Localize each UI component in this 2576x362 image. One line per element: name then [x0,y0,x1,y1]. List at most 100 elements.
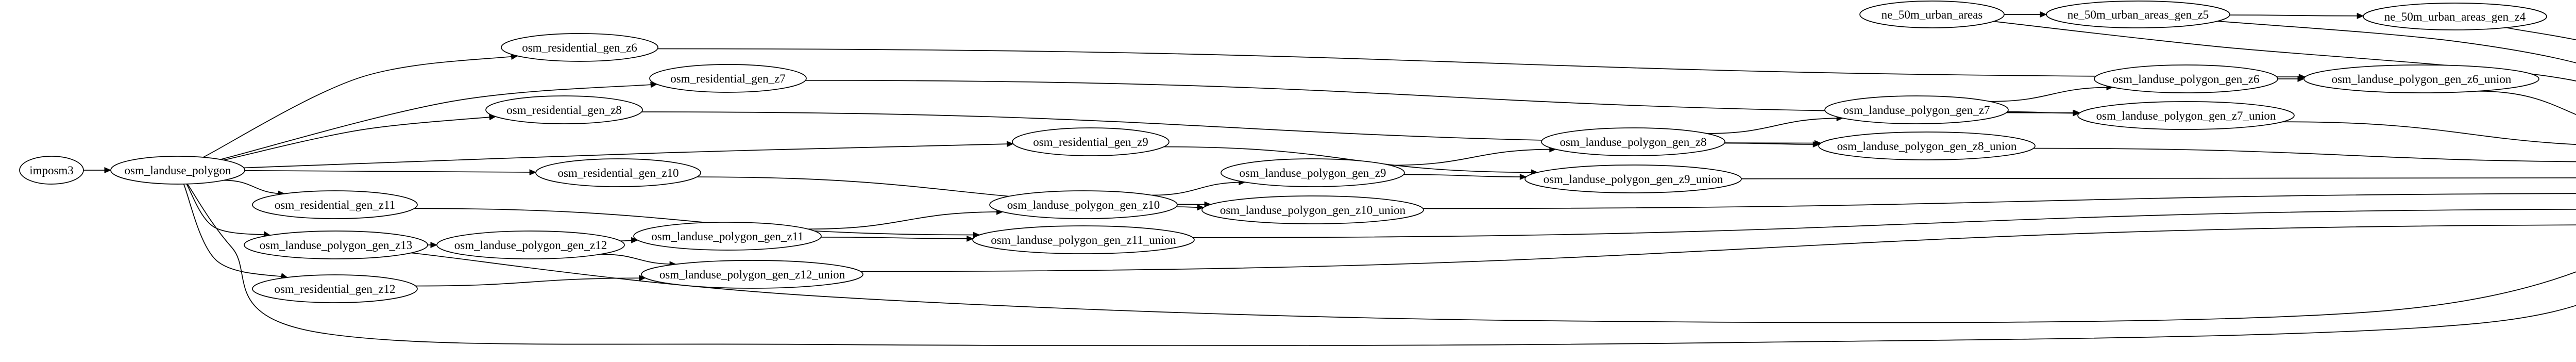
node-label-osm_residential_gen_z9: osm_residential_gen_z9 [1033,136,1148,149]
node-label-osm_landuse_polygon_gen_z11: osm_landuse_polygon_gen_z11 [651,230,804,243]
node-label-osm_landuse_polygon_gen_z12: osm_landuse_polygon_gen_z12 [454,239,607,252]
node-shape-osm_landuse_polygon_gen_z8 [1541,127,1725,156]
node-shape-osm_landuse_polygon_gen_z12 [436,231,625,259]
node-label-ne_50m_urban_areas_gen_z5: ne_50m_urban_areas_gen_z5 [2067,8,2209,21]
node-shape-osm_landuse_polygon_gen_z7_union [2077,101,2295,130]
node-osm_landuse_polygon_gen_z8: osm_landuse_polygon_gen_z8 [1541,127,1725,156]
node-label-osm_residential_gen_z8: osm_residential_gen_z8 [506,104,622,117]
node-osm_residential_gen_z8: osm_residential_gen_z8 [485,95,643,124]
node-ne_50m_urban_areas: ne_50m_urban_areas [1859,1,2005,28]
edges-layer [83,11,2576,347]
node-label-osm_landuse_polygon_gen_z10: osm_landuse_polygon_gen_z10 [1007,199,1160,211]
node-shape-osm_landuse_polygon_gen_z10_union [1201,195,1424,224]
node-shape-osm_landuse_polygon_gen_z6 [2094,64,2278,93]
node-label-osm_landuse_polygon_gen_z7_union: osm_landuse_polygon_gen_z7_union [2096,109,2276,122]
node-osm_residential_gen_z7: osm_residential_gen_z7 [649,64,807,93]
node-shape-osm_residential_gen_z6 [501,33,658,62]
node-shape-osm_landuse_polygon_gen_z13 [244,231,428,259]
node-label-osm_landuse_polygon_gen_z8: osm_landuse_polygon_gen_z8 [1560,136,1707,149]
node-shape-osm_landuse_polygon_gen_z9_union [1524,164,1742,193]
edge-osm_landuse_polygon_gen_z8_union-to-layer_landuse-z8 [2033,147,2576,162]
node-osm_landuse_polygon_gen_z7: osm_landuse_polygon_gen_z7 [1824,95,2009,124]
node-osm_landuse_polygon_gen_z12: osm_landuse_polygon_gen_z12 [436,231,625,259]
edge-osm_landuse_polygon_gen_z12_union-to-layer_landuse-z12 [860,224,2576,272]
node-shape-ne_50m_urban_areas [1859,1,2005,28]
node-osm_residential_gen_z10: osm_residential_gen_z10 [535,158,701,187]
node-label-imposm3: imposm3 [29,164,74,177]
nodes-layer: imposm3 osm_landuse_polygon osm_residentia… [19,1,2547,303]
edge-osm_landuse_polygon_gen_z9-to-osm_landuse_polygon_gen_z8 [1390,146,1556,166]
node-ne_50m_urban_areas_gen_z5: ne_50m_urban_areas_gen_z5 [2046,1,2230,28]
node-osm_residential_gen_z11: osm_residential_gen_z11 [252,190,418,219]
edge-osm_landuse_polygon_gen_z9-to-osm_landuse_polygon_gen_z9_union [1403,174,1527,180]
edge-osm_landuse_polygon_gen_z10_union-to-layer_landuse-z10 [1422,193,2576,209]
node-osm_residential_gen_z9: osm_residential_gen_z9 [1012,127,1170,156]
node-shape-osm_landuse_polygon_gen_z10 [989,190,1178,219]
edge-ne_50m_urban_areas_gen_z5-to-ne_50m_urban_areas_gen_z4 [2229,12,2364,19]
node-shape-osm_landuse_polygon_gen_z7 [1824,95,2009,124]
edge-osm_landuse_polygon-to-osm_residential_gen_z6 [202,54,518,158]
node-label-osm_landuse_polygon_gen_z7: osm_landuse_polygon_gen_z7 [1843,104,1990,117]
edge-ne_50m_urban_areas_gen_z5-to-layer_landuse-z5 [2217,21,2576,63]
node-label-osm_landuse_polygon_gen_z13: osm_landuse_polygon_gen_z13 [260,239,412,252]
node-shape-osm_residential_gen_z7 [649,64,807,93]
node-label-osm_landuse_polygon_gen_z6: osm_landuse_polygon_gen_z6 [2113,73,2260,86]
edge-osm_landuse_polygon_gen_z8-to-osm_landuse_polygon_gen_z7 [1706,115,1844,134]
edge-ne_50m_urban_areas-to-layer_landuse-z6 [1993,21,2576,82]
edge-osm_landuse_polygon_gen_z11-to-osm_landuse_polygon_gen_z10 [808,208,1004,230]
edge-osm_landuse_polygon-to-osm_landuse_polygon_gen_z13 [186,184,271,238]
node-shape-ne_50m_urban_areas_gen_z4 [2363,3,2547,30]
node-osm_landuse_polygon_gen_z7_union: osm_landuse_polygon_gen_z7_union [2077,101,2295,130]
edge-osm_landuse_polygon-to-layer_landuse-z14+ [187,184,2576,347]
node-label-ne_50m_urban_areas: ne_50m_urban_areas [1882,8,1983,21]
node-osm_landuse_polygon: osm_landuse_polygon [110,156,245,185]
node-label-osm_landuse_polygon_gen_z10_union: osm_landuse_polygon_gen_z10_union [1220,204,1406,217]
node-shape-osm_landuse_polygon_gen_z9 [1221,158,1405,187]
node-shape-osm_landuse_polygon_gen_z8_union [1818,131,2036,160]
edge-osm_residential_gen_z6-to-osm_landuse_polygon_gen_z6_union [657,48,2306,80]
node-label-osm_landuse_polygon_gen_z12_union: osm_landuse_polygon_gen_z12_union [659,268,845,281]
edge-osm_landuse_polygon-to-osm_residential_gen_z9 [244,141,1014,169]
edge-osm_landuse_polygon_gen_z12-to-osm_landuse_polygon_gen_z11 [620,237,638,243]
node-label-ne_50m_urban_areas_gen_z4: ne_50m_urban_areas_gen_z4 [2384,10,2526,23]
edge-osm_landuse_polygon_gen_z7-to-osm_landuse_polygon_gen_z6 [1989,84,2114,102]
edge-osm_landuse_polygon_gen_z12-to-osm_landuse_polygon_gen_z12_union [600,254,677,268]
node-osm_residential_gen_z6: osm_residential_gen_z6 [501,33,658,62]
node-osm_landuse_polygon_gen_z11: osm_landuse_polygon_gen_z11 [633,222,822,251]
node-label-osm_landuse_polygon: osm_landuse_polygon [125,164,231,177]
edge-osm_landuse_polygon-to-osm_residential_gen_z10 [244,169,537,176]
node-osm_landuse_polygon_gen_z11_union: osm_landuse_polygon_gen_z11_union [972,225,1195,254]
node-shape-osm_residential_gen_z12 [252,274,418,303]
node-osm_landuse_polygon_gen_z6_union: osm_landuse_polygon_gen_z6_union [2303,64,2539,93]
node-osm_landuse_polygon_gen_z10_union: osm_landuse_polygon_gen_z10_union [1201,195,1424,224]
node-osm_landuse_polygon_gen_z9_union: osm_landuse_polygon_gen_z9_union [1524,164,1742,193]
node-shape-osm_landuse_polygon_gen_z6_union [2303,64,2539,93]
node-label-osm_landuse_polygon_gen_z6_union: osm_landuse_polygon_gen_z6_union [2332,73,2512,86]
node-osm_landuse_polygon_gen_z13: osm_landuse_polygon_gen_z13 [244,231,428,259]
edge-osm_landuse_polygon_gen_z11-to-osm_landuse_polygon_gen_z11_union [821,235,974,242]
node-ne_50m_urban_areas_gen_z4: ne_50m_urban_areas_gen_z4 [2363,3,2547,30]
node-label-osm_landuse_polygon_gen_z8_union: osm_landuse_polygon_gen_z8_union [1837,140,2017,153]
node-shape-osm_landuse_polygon_gen_z11_union [972,225,1195,254]
edge-osm_landuse_polygon-to-osm_residential_gen_z8 [224,114,497,161]
node-imposm3: imposm3 [19,156,84,185]
edge-osm_landuse_polygon-to-osm_residential_gen_z11 [224,179,285,197]
node-shape-imposm3 [19,156,84,185]
edge-osm_residential_gen_z12-to-osm_landuse_polygon_gen_z12_union [415,275,646,287]
node-shape-osm_landuse_polygon_gen_z11 [633,222,822,251]
node-label-osm_residential_gen_z7: osm_residential_gen_z7 [670,72,786,85]
node-label-osm_landuse_polygon_gen_z9_union: osm_landuse_polygon_gen_z9_union [1544,173,1723,186]
edge-osm_landuse_polygon_gen_z11_union-to-layer_landuse-z11 [1193,208,2576,238]
node-shape-ne_50m_urban_areas_gen_z5 [2046,1,2230,28]
node-osm_landuse_polygon_gen_z6: osm_landuse_polygon_gen_z6 [2094,64,2278,93]
node-osm_landuse_polygon_gen_z12_union: osm_landuse_polygon_gen_z12_union [641,260,863,289]
node-osm_landuse_polygon_gen_z9: osm_landuse_polygon_gen_z9 [1221,158,1405,187]
node-label-osm_residential_gen_z12: osm_residential_gen_z12 [274,283,395,295]
node-label-osm_residential_gen_z10: osm_residential_gen_z10 [557,167,679,179]
node-label-osm_residential_gen_z6: osm_residential_gen_z6 [522,41,637,54]
edge-osm_residential_gen_z11-to-osm_landuse_polygon_gen_z11_union [414,208,980,238]
edge-osm_landuse_polygon_gen_z6_union-to-layer_landuse-z6 [2477,90,2576,116]
node-shape-osm_residential_gen_z10 [535,158,701,187]
